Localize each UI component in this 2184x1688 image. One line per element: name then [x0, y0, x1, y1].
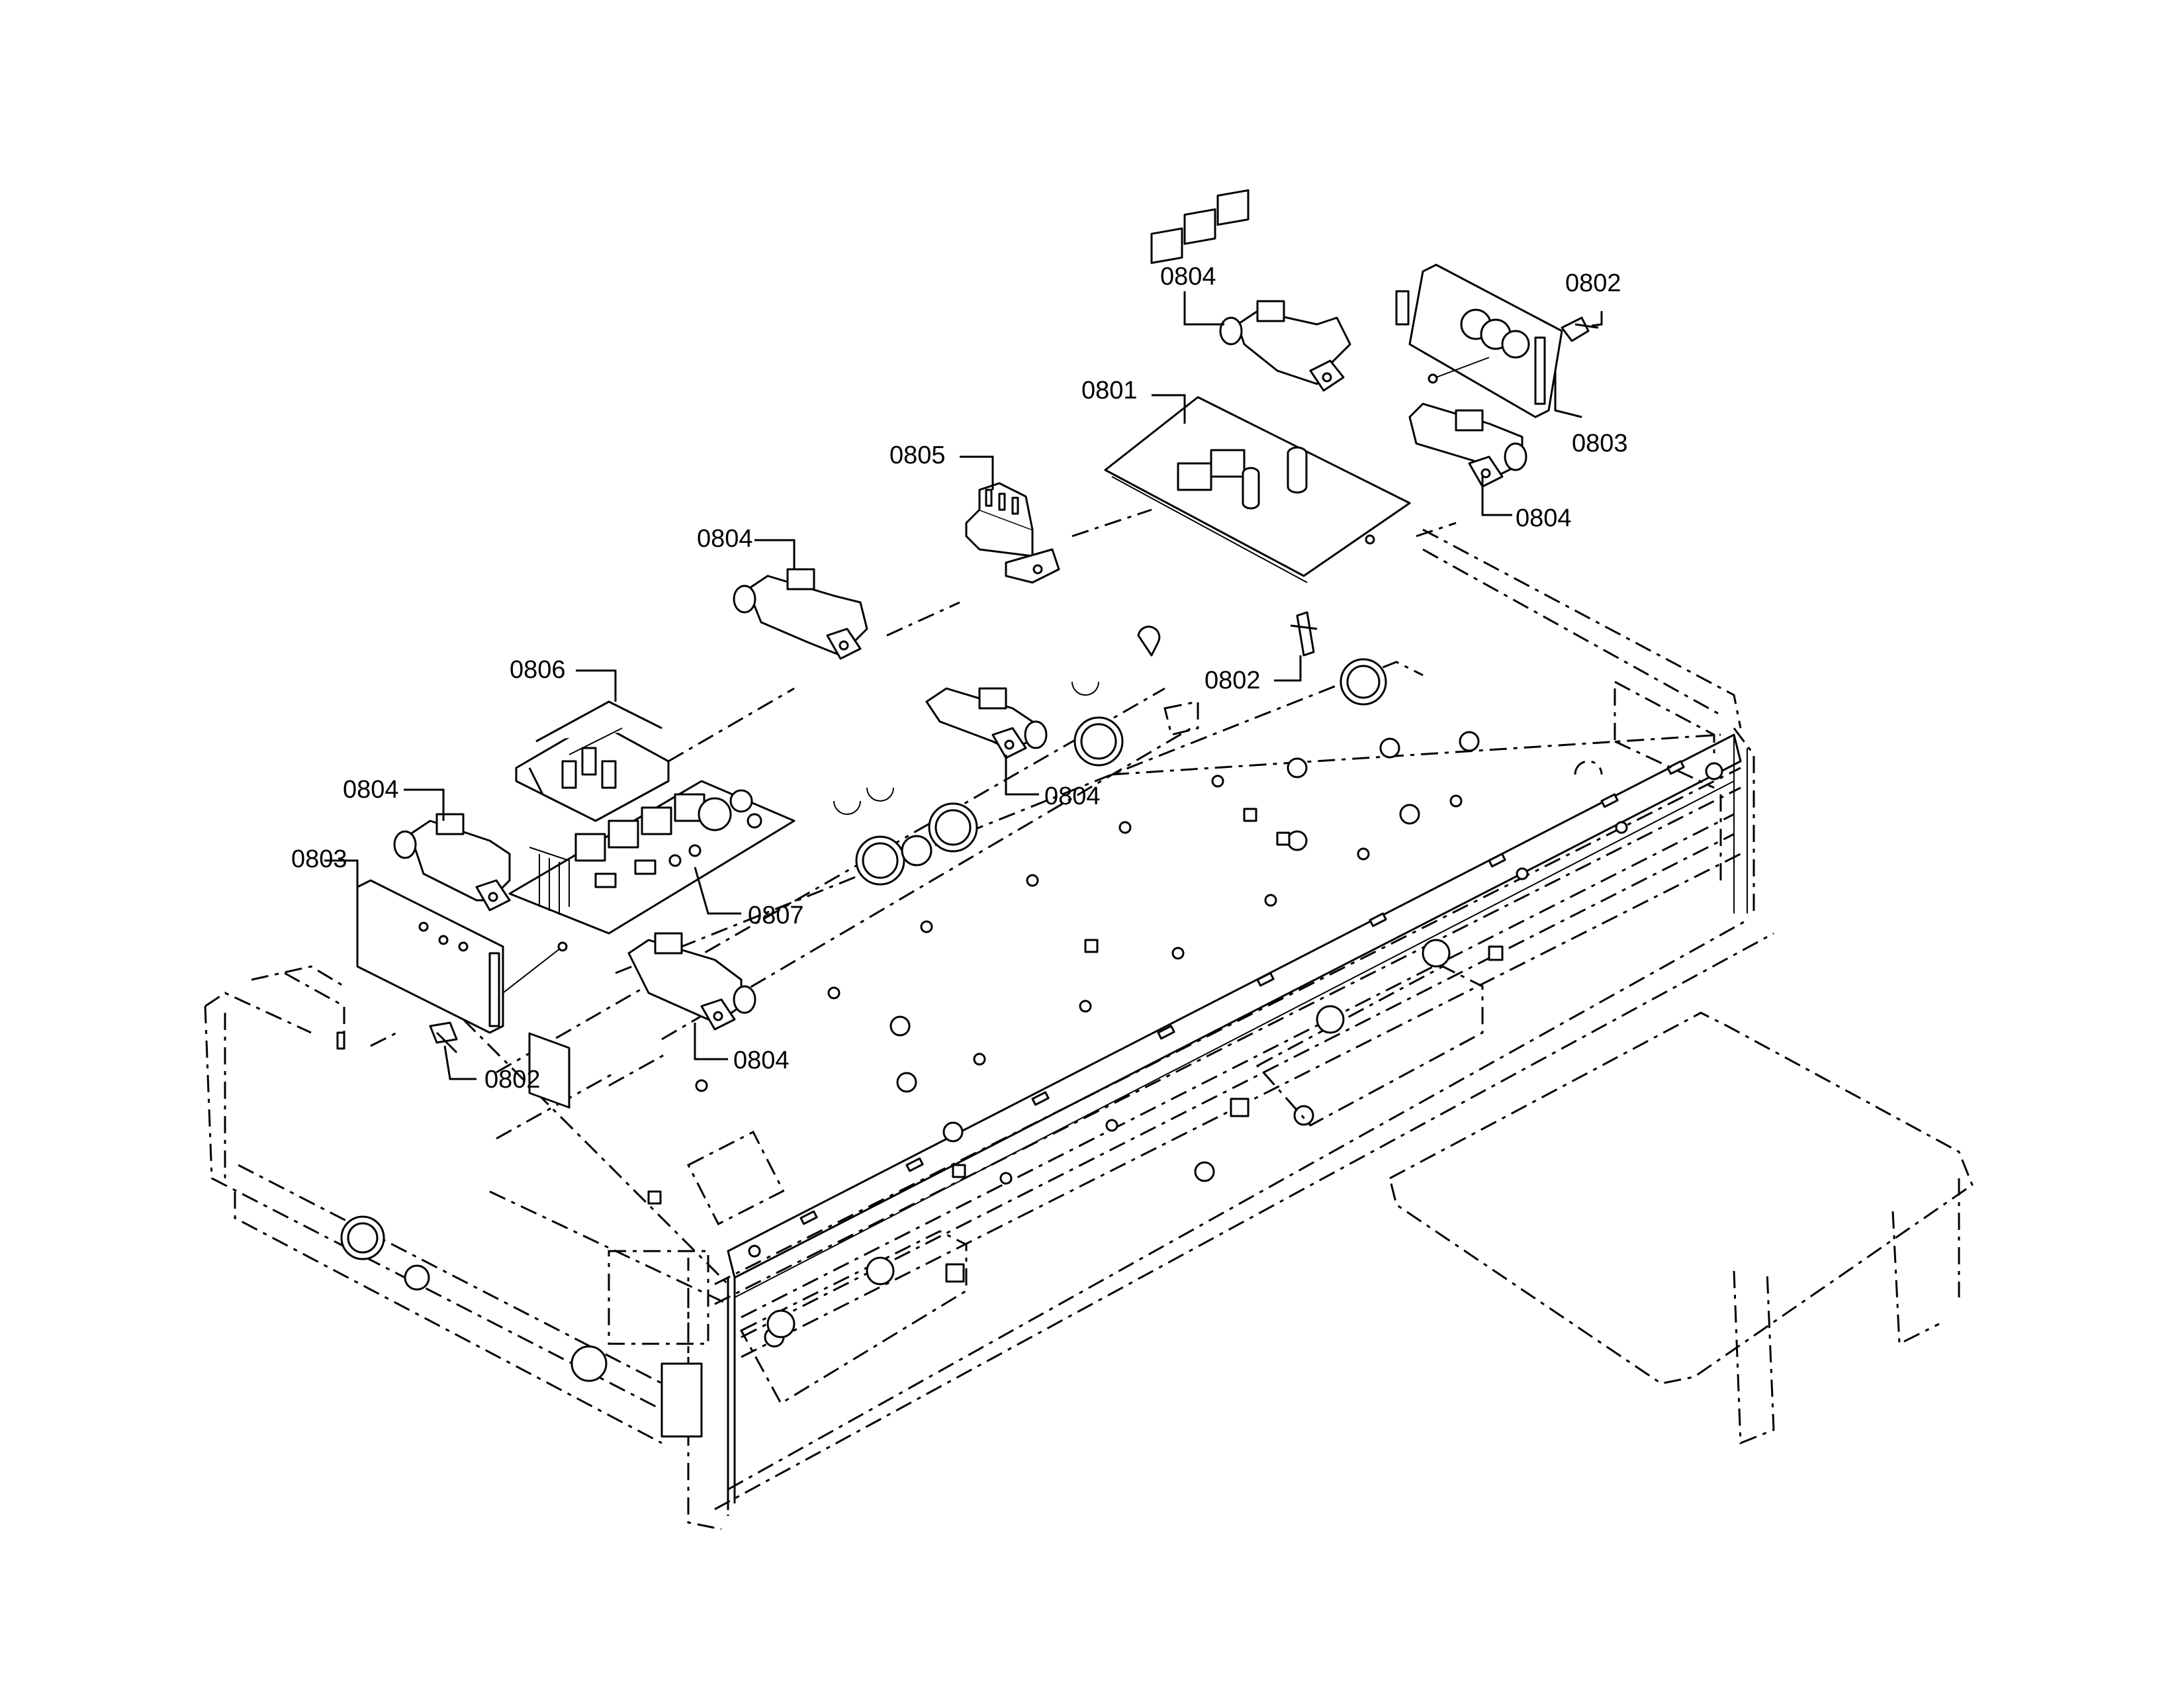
chassis-holes [647, 731, 1723, 1348]
callout-leaders [324, 291, 1603, 1080]
callout-0804-center: 0804 [1044, 782, 1101, 810]
part-0803-board-upper [1395, 263, 1563, 418]
part-0804-relay-lower [627, 932, 756, 1031]
front-recess [739, 939, 1484, 1405]
part-0802-clip-top [1561, 316, 1599, 342]
part-0807-power-board [508, 780, 796, 1109]
callout-0804-middle: 0804 [697, 525, 753, 553]
part-0806-filter-bracket [515, 700, 670, 822]
callout-0804-lower: 0804 [733, 1047, 790, 1074]
callout-0805: 0805 [889, 442, 946, 469]
callout-0806: 0806 [510, 656, 566, 684]
part-0804-relay-center [925, 687, 1048, 759]
callout-0804-top: 0804 [1160, 263, 1216, 291]
part-0804-relay-middle [733, 568, 868, 660]
part-0803-board-lower [356, 879, 568, 1034]
right-end-details [1163, 658, 1715, 789]
bottom-cover-plate [1388, 1011, 1974, 1445]
callout-0801: 0801 [1081, 377, 1138, 404]
callout-0804-upper-right: 0804 [1516, 504, 1572, 532]
left-end-details [336, 1031, 785, 1438]
callout-0802-top: 0802 [1565, 269, 1621, 297]
callout-0803-lower: 0803 [291, 845, 347, 873]
part-0805-transformer [965, 482, 1060, 584]
part-0801-control-board [1104, 189, 1411, 583]
callout-0803-upper: 0803 [1572, 430, 1628, 457]
part-0802-clip-lower [429, 1021, 458, 1054]
rail-slots [799, 760, 1685, 1225]
callout-0807: 0807 [748, 902, 804, 929]
callout-labels: 0804 0802 0801 0803 0805 0804 0804 0802 … [291, 263, 1628, 1094]
callout-0802-middle: 0802 [1205, 667, 1261, 694]
grommets [833, 626, 1161, 886]
part-0804-relay-left [393, 813, 511, 912]
part-0804-relay-upper-right [1408, 402, 1527, 488]
callout-0804-left: 0804 [343, 776, 399, 804]
callout-0802-lower: 0802 [484, 1066, 541, 1094]
part-0802-clip-middle [1290, 611, 1318, 657]
part-0804-relay-top [1219, 300, 1351, 392]
chassis-top-panel [727, 733, 1748, 1511]
